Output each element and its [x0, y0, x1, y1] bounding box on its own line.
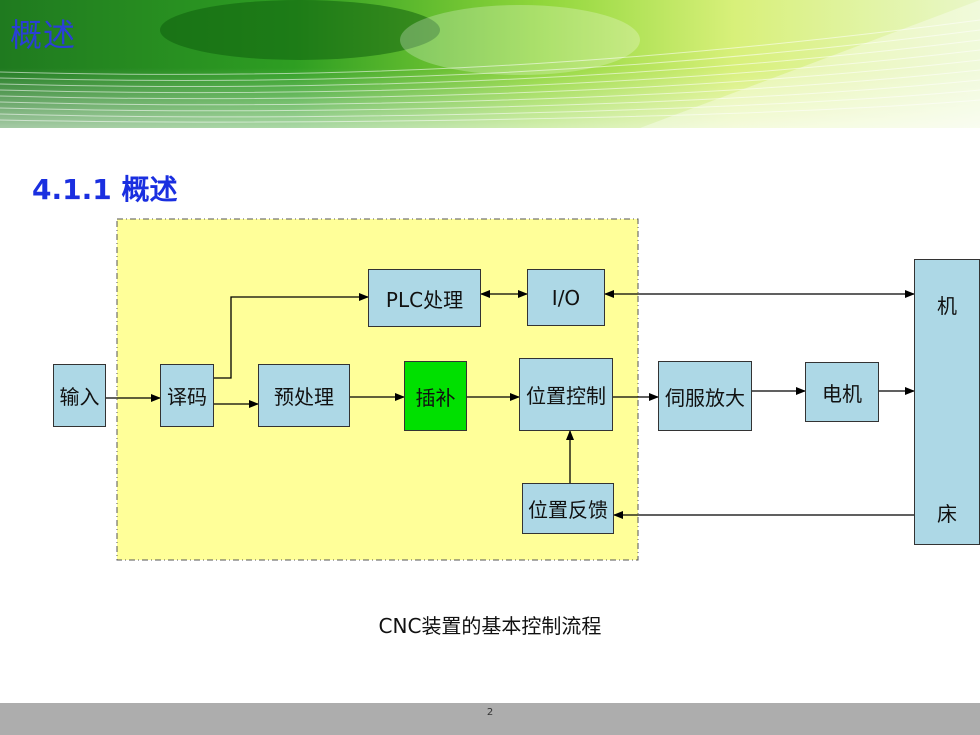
diagram-caption: CNC装置的基本控制流程 — [378, 614, 602, 638]
block-machine-tool: 机 床 — [914, 259, 980, 545]
header-banner: 概述 — [0, 0, 980, 128]
arrow-decode-plc — [214, 293, 369, 379]
block-position-control: 位置控制 — [519, 358, 613, 431]
block-input: 输入 — [53, 364, 106, 427]
block-position-feedback: 位置反馈 — [522, 483, 614, 534]
block-motor: 电机 — [805, 362, 879, 422]
block-interpolation: 插补 — [404, 361, 467, 431]
machine-label-top: 机 — [937, 294, 957, 318]
block-decode: 译码 — [160, 364, 214, 427]
slide-title: 概述 — [10, 16, 77, 54]
block-servo-amplifier: 伺服放大 — [658, 361, 752, 431]
block-preprocess: 预处理 — [258, 364, 350, 427]
section-heading: 4.1.1 概述 — [32, 173, 178, 206]
header-background — [0, 0, 980, 128]
block-plc: PLC处理 — [368, 269, 481, 327]
page-number: 2 — [486, 707, 494, 718]
footer-bar: 2 — [0, 703, 980, 735]
machine-label-bottom: 床 — [937, 502, 957, 526]
block-io: I/O — [527, 269, 605, 326]
